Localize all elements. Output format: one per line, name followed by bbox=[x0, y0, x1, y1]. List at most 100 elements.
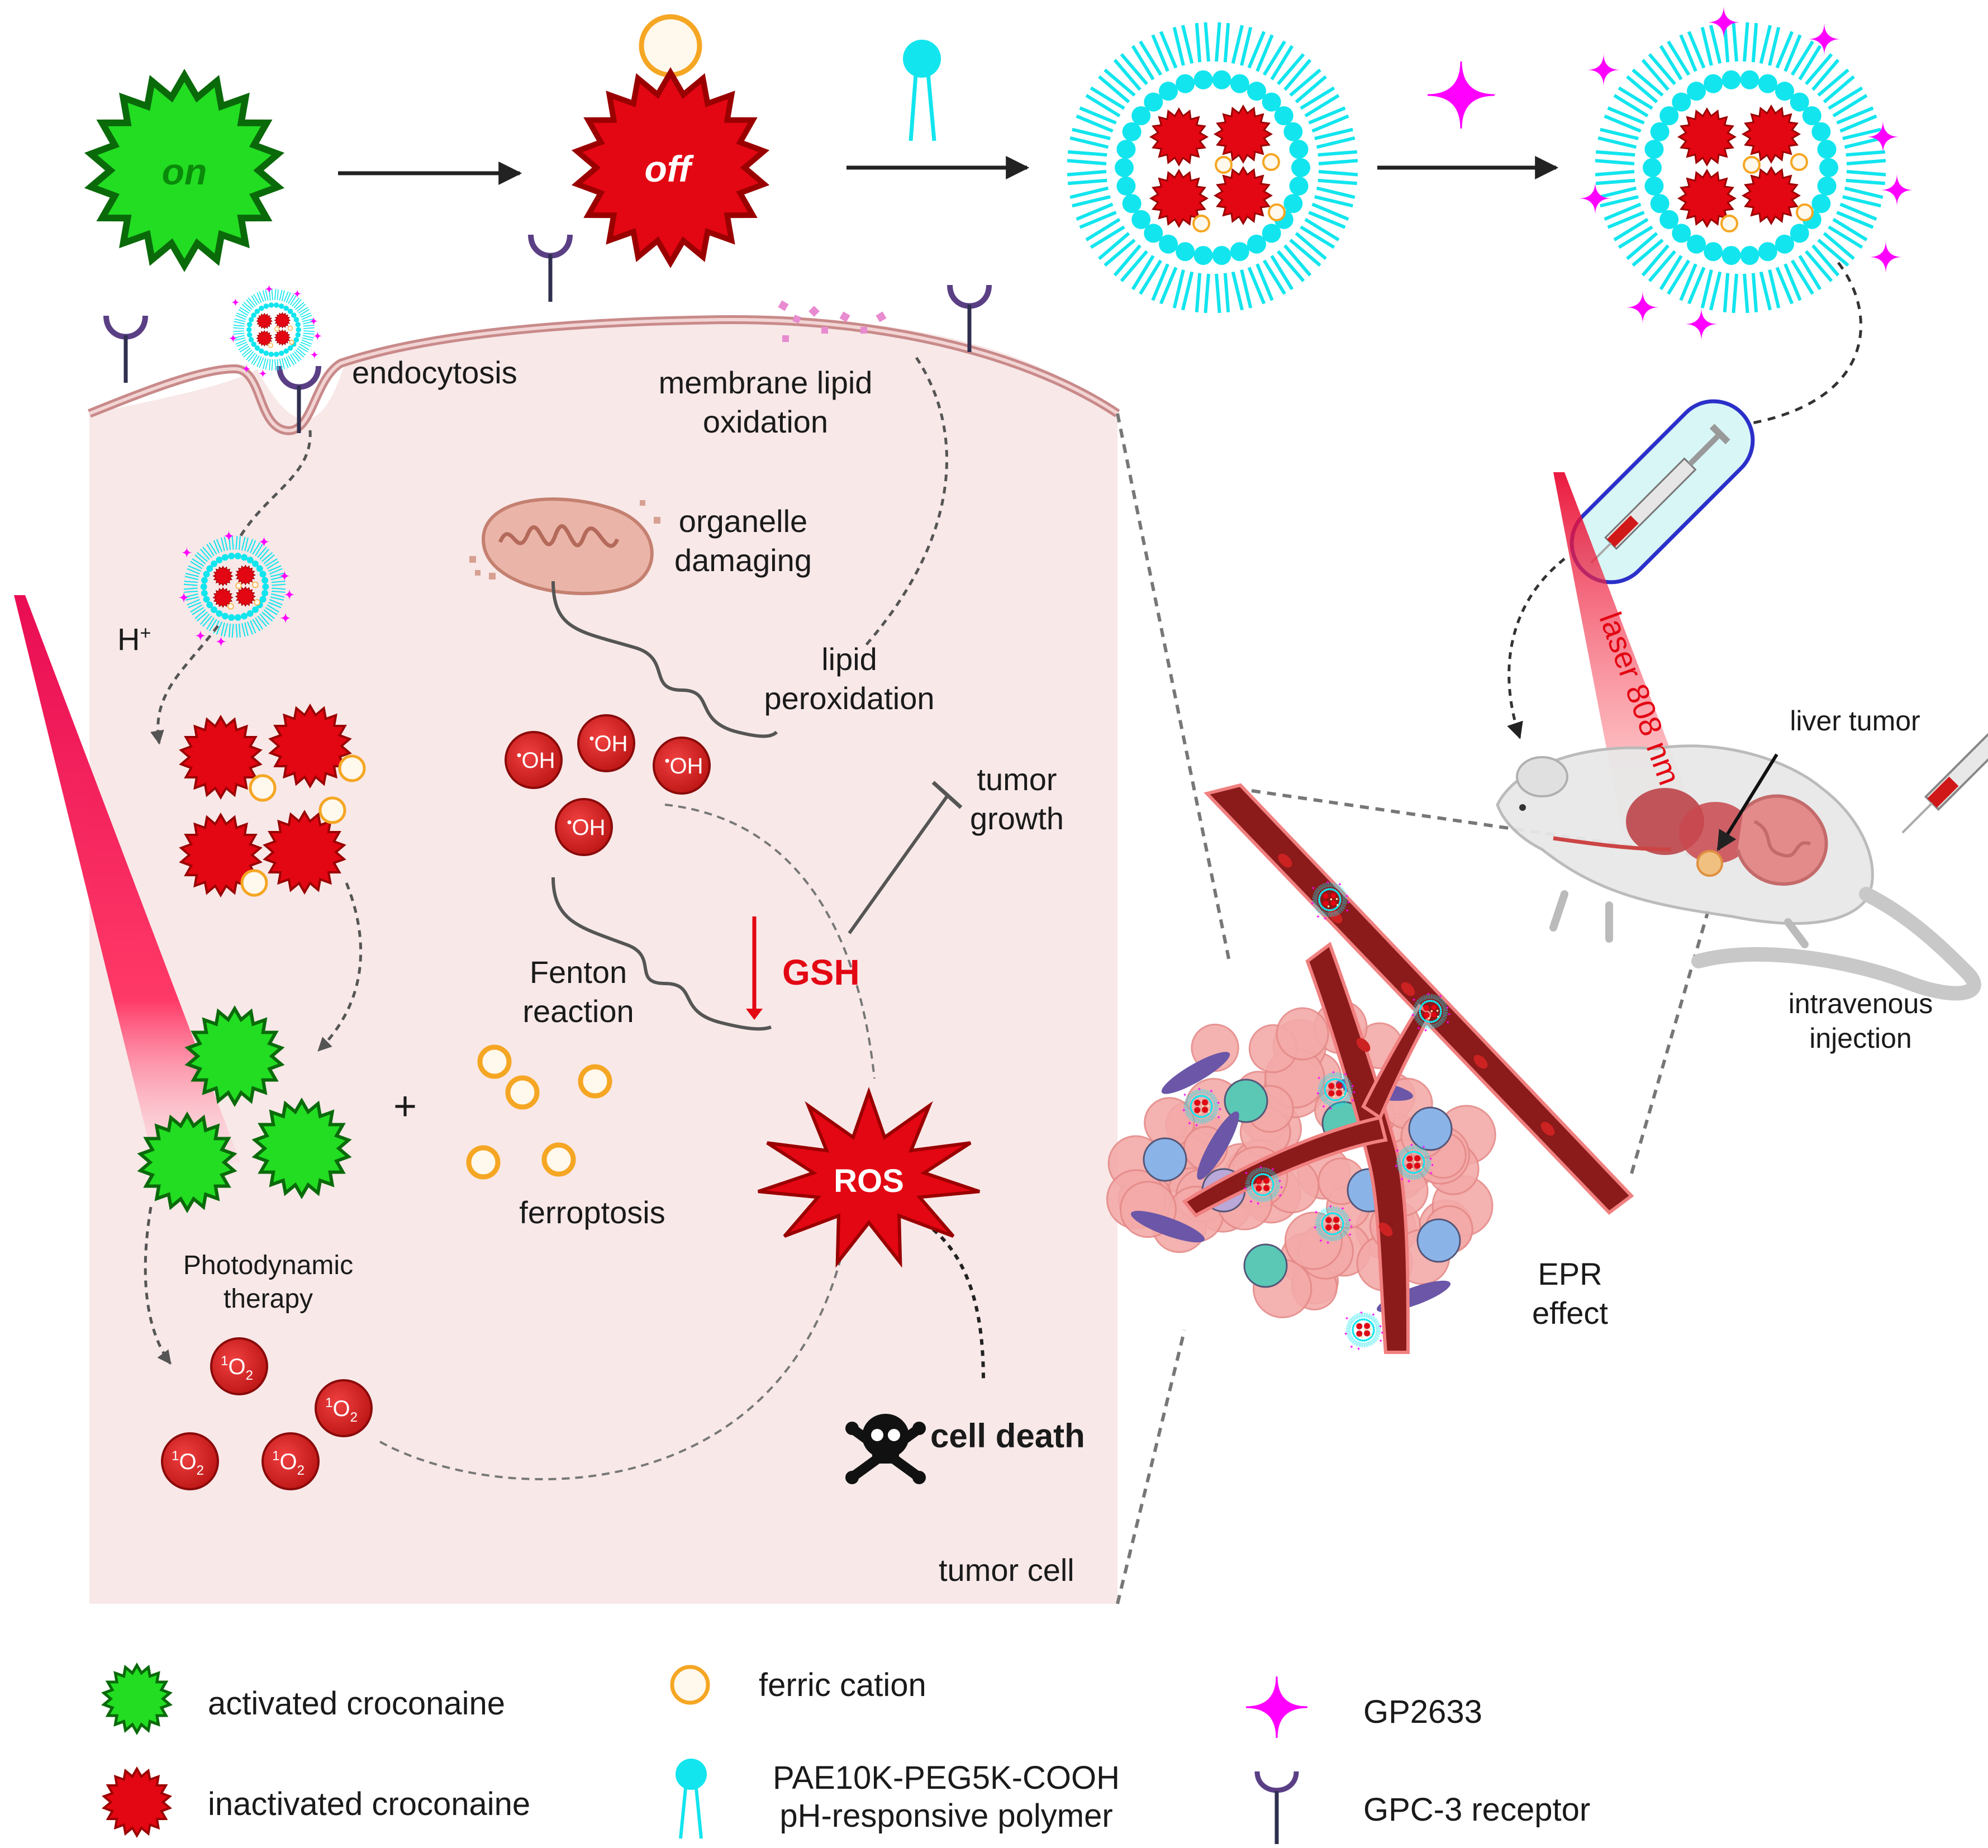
dashed-arrow-to-mouse bbox=[1507, 558, 1566, 739]
legend-ferric-icon bbox=[670, 1665, 710, 1705]
gp2633-icon bbox=[1427, 61, 1495, 129]
step-inactivated-croconaine bbox=[571, 67, 770, 268]
svg-text:1O2: 1O2 bbox=[221, 1353, 253, 1383]
activated-croconaine bbox=[251, 1098, 352, 1199]
inhibit-bar bbox=[931, 781, 963, 809]
cell-membrane-inner bbox=[88, 317, 1119, 433]
tumor-tissue bbox=[1106, 783, 1634, 1354]
brace-oh-fenton bbox=[551, 877, 772, 1031]
legend-gp2633-icon bbox=[1245, 1676, 1308, 1738]
epr-effect-label: EPR effect bbox=[1532, 1256, 1608, 1331]
polymer-icon bbox=[903, 40, 941, 141]
singlet-oxygen: 1O2 bbox=[261, 1432, 320, 1490]
ferric-cation bbox=[541, 1142, 576, 1177]
legend-polymer-icon bbox=[676, 1759, 707, 1839]
targeted-nanoparticle bbox=[1578, 6, 1914, 341]
inactivated-croconaine bbox=[179, 715, 263, 800]
inactivated-croconaine bbox=[268, 704, 352, 788]
zoom-line-bottom bbox=[1116, 1329, 1186, 1604]
dashed-arrow-endocytosis bbox=[239, 430, 312, 538]
activated-croconaine-star bbox=[84, 69, 285, 272]
legend-activated-star bbox=[101, 1662, 173, 1735]
zoom-line-mouse-1 bbox=[1251, 789, 1694, 857]
ferric-cation bbox=[318, 796, 346, 824]
oh-radical: •OH bbox=[577, 714, 635, 772]
dashed-arc-oh-ros bbox=[664, 804, 876, 1079]
nanoparticle-micelle bbox=[1067, 22, 1358, 313]
step-activated-croconaine bbox=[84, 69, 285, 272]
skull-crossbones-icon bbox=[845, 1414, 926, 1484]
brace-organelle-lipid bbox=[551, 581, 778, 738]
singlet-oxygen: 1O2 bbox=[315, 1379, 373, 1437]
gpc3-receptor bbox=[103, 315, 148, 383]
inhibit-line bbox=[848, 795, 949, 934]
organelle-damaging-label: organelle damaging bbox=[674, 503, 812, 578]
lipid-peroxidation-label: lipid peroxidation bbox=[764, 642, 935, 716]
hydroxyl-radicals: •OH•OH•OH•OH bbox=[505, 714, 711, 856]
svg-text:1O2: 1O2 bbox=[325, 1395, 358, 1425]
gpc3-receptor bbox=[947, 284, 992, 352]
legend-gp2633-label: GP2633 bbox=[1363, 1694, 1482, 1730]
svg-text:•OH: •OH bbox=[664, 752, 703, 778]
gpc3-receptor bbox=[528, 234, 573, 302]
ros-label: ROS bbox=[834, 1163, 904, 1199]
ferroptosis-label: ferroptosis bbox=[519, 1195, 665, 1230]
ferric-cation bbox=[466, 1145, 501, 1180]
ros-burst: ROS bbox=[758, 1086, 980, 1268]
nanoparticle-endocytosis bbox=[228, 284, 322, 378]
ferric-cation-bound bbox=[639, 14, 702, 78]
ferric-cation bbox=[240, 869, 268, 897]
legend-activated-icon bbox=[101, 1662, 173, 1735]
activated-croconaine bbox=[137, 1111, 237, 1213]
dashed-path-to-syringe bbox=[1743, 262, 1862, 426]
oh-radical: •OH bbox=[555, 798, 613, 856]
tumor-cell-label: tumor cell bbox=[939, 1552, 1074, 1588]
svg-text:1O2: 1O2 bbox=[272, 1448, 305, 1478]
syringe-capsule bbox=[1570, 399, 1755, 585]
inactivated-croconaine bbox=[179, 813, 263, 897]
tumor-growth-label: tumor growth bbox=[969, 762, 1064, 836]
h-plus-label: H+ bbox=[117, 621, 151, 657]
svg-text:1O2: 1O2 bbox=[172, 1448, 204, 1478]
ferric-cation bbox=[249, 774, 277, 802]
svg-text:•OH: •OH bbox=[567, 814, 605, 840]
zoom-line-mouse-2 bbox=[1630, 905, 1711, 1174]
zoom-line-top bbox=[1116, 413, 1231, 962]
liver-tumor-pointer bbox=[1716, 753, 1778, 852]
mouse-illustration bbox=[1496, 744, 1981, 1001]
ferric-cation bbox=[338, 754, 366, 782]
activated-croconaine bbox=[184, 1005, 285, 1107]
svg-text:•OH: •OH bbox=[589, 730, 627, 756]
legend-receptor-icon bbox=[1254, 1771, 1299, 1844]
legend-ferric-label: ferric cation bbox=[759, 1667, 926, 1703]
oh-radical: •OH bbox=[505, 731, 563, 789]
syringe-injection bbox=[1901, 724, 1988, 834]
endocytosis-label: endocytosis bbox=[352, 355, 517, 390]
photodynamic-therapy-label: Photodynamic therapy bbox=[183, 1251, 354, 1314]
ferric-cations-free bbox=[466, 1044, 612, 1180]
ferric-cation bbox=[505, 1075, 540, 1110]
tumor-cell-body bbox=[89, 317, 1117, 1604]
oh-radical: •OH bbox=[653, 737, 711, 795]
inactivated-croconaine-cluster bbox=[179, 704, 366, 897]
ferric-cation bbox=[578, 1064, 612, 1099]
nanoparticle-internalized bbox=[178, 530, 296, 648]
lipid-fragments bbox=[778, 300, 887, 342]
cell-death-label: cell death bbox=[930, 1417, 1085, 1455]
intravenous-injection-label: intravenous injection bbox=[1788, 988, 1933, 1054]
legend-inactivated-icon bbox=[101, 1766, 173, 1838]
inactivated-croconaine bbox=[263, 810, 346, 895]
off-label: off bbox=[644, 148, 694, 189]
fenton-reaction-label: Fenton reaction bbox=[522, 954, 634, 1029]
membrane-lipid-oxidation-label: membrane lipid oxidation bbox=[658, 365, 873, 439]
legend-polymer-label: PAE10K-PEG5K-COOH pH-responsive polymer bbox=[773, 1760, 1120, 1834]
activated-croconaine-cluster bbox=[137, 1005, 352, 1213]
dashed-arrow-activation bbox=[317, 882, 363, 1052]
singlet-oxygen: 1O2 bbox=[210, 1337, 268, 1395]
dashed-arc-o2-ros bbox=[379, 1246, 845, 1481]
gsh-label: GSH bbox=[782, 952, 860, 992]
ferric-cation bbox=[477, 1044, 512, 1079]
plus-sign: + bbox=[393, 1084, 417, 1129]
singlet-oxygen-group: 1O2 1O2 1O2 1O2 bbox=[161, 1337, 373, 1490]
laser-beam-left bbox=[14, 595, 240, 1174]
